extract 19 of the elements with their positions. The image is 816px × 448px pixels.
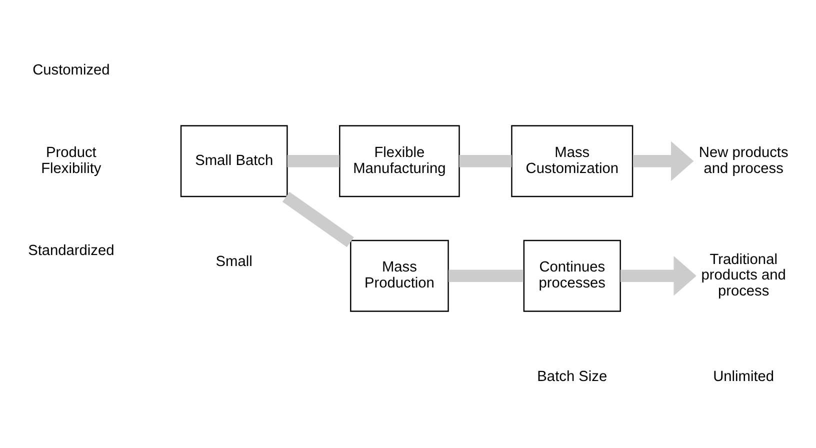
node-box: Small Batch — [180, 125, 288, 198]
arrow — [620, 256, 696, 296]
connector — [459, 155, 512, 168]
arrow — [632, 141, 694, 181]
label: Customized — [32, 62, 110, 79]
label: Batch Size — [537, 368, 608, 385]
connector — [282, 192, 354, 248]
node-text: New products and process — [698, 145, 788, 177]
node-box: Continues processes — [523, 240, 621, 312]
label: Unlimited — [713, 368, 774, 385]
label: Standardized — [28, 243, 114, 260]
connector — [448, 270, 524, 282]
connector — [287, 155, 340, 168]
node-box: Mass Production — [350, 240, 449, 312]
label: Small — [216, 254, 252, 270]
node-box: Mass Customization — [511, 125, 634, 198]
label: Product Flexibility — [41, 145, 102, 177]
node-box: Flexible Manufacturing — [339, 125, 460, 198]
node-text: Traditional products and process — [701, 252, 786, 300]
